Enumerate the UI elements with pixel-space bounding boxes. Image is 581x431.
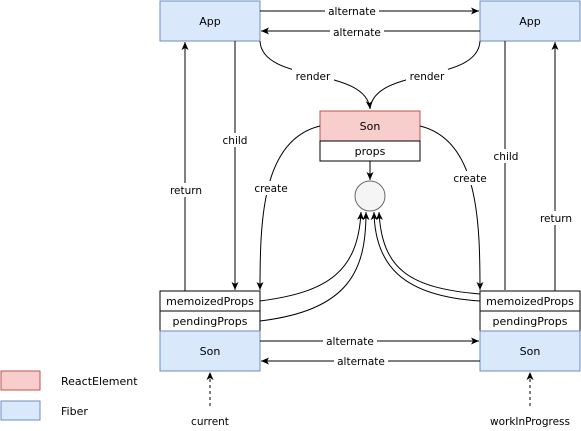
legend-swatch-react-element (0, 370, 41, 391)
son-alternate-back-label: alternate (337, 356, 385, 368)
son-alternate-forward-label: alternate (326, 336, 374, 348)
son-element-props-label: props (355, 145, 386, 158)
render-left-label: render (296, 71, 331, 83)
child-left-label: child (223, 135, 248, 147)
app-wip-node: App (479, 0, 581, 42)
current-memoized-to-object-edge (259, 211, 365, 302)
legend-swatch-fiber (0, 400, 41, 421)
legend-label-fiber: Fiber (61, 405, 88, 418)
props-object-circle (354, 180, 386, 212)
create-right-edge (419, 125, 484, 291)
son-element-node: Son props (319, 110, 421, 162)
child-right-label: child (494, 151, 519, 163)
son-current-memoized-label: memoizedProps (166, 295, 254, 308)
son-current-pending-label: pendingProps (173, 315, 248, 328)
son-wip-pending-label: pendingProps (493, 315, 568, 328)
return-right-label: return (540, 213, 572, 225)
return-left-label: return (170, 185, 202, 197)
legend-label-react-element: ReactElement (61, 375, 138, 388)
wip-pending-to-object-edge (370, 211, 481, 302)
current-pointer-label: current (191, 416, 229, 428)
legend-item-react-element: ReactElement (0, 370, 138, 391)
app-current-label: App (199, 15, 221, 28)
son-wip-memoized-label: memoizedProps (486, 295, 574, 308)
app-alternate-forward-label: alternate (328, 6, 376, 18)
app-current-node: App (159, 0, 261, 42)
render-right-label: render (410, 71, 445, 83)
app-wip-label: App (519, 15, 541, 28)
son-current-label: Son (200, 345, 221, 358)
wip-pointer-label: workInProgress (490, 416, 570, 428)
wip-memoized-to-object-edge (375, 211, 481, 295)
create-right-label: create (453, 173, 486, 185)
son-wip-label: Son (520, 345, 541, 358)
son-element-label: Son (360, 120, 381, 133)
son-current-node: memoizedProps pendingProps Son (159, 290, 261, 372)
current-pending-to-object-edge (259, 211, 370, 322)
app-alternate-back-label: alternate (333, 27, 381, 39)
create-left-label: create (254, 183, 287, 195)
son-wip-node: memoizedProps pendingProps Son (479, 290, 581, 372)
create-left-edge (256, 125, 321, 291)
legend: ReactElement Fiber (0, 370, 138, 421)
legend-item-fiber: Fiber (0, 400, 88, 421)
